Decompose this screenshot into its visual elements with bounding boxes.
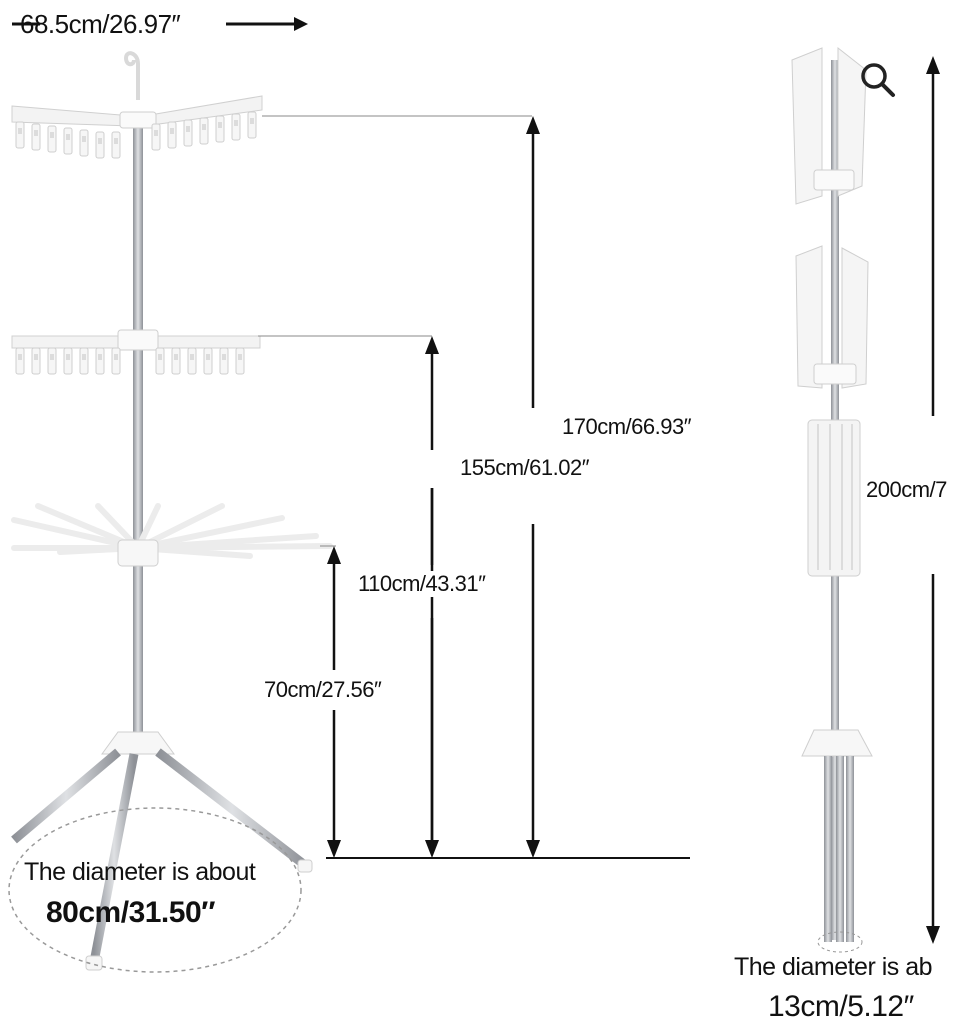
base-diameter-ellipse	[8, 807, 302, 973]
tier-3-hub	[117, 539, 159, 567]
magnifier-icon	[861, 63, 895, 97]
tier-3-rods	[11, 503, 333, 559]
height-170-label: 170cm/66.93″	[562, 414, 692, 440]
tripod-base	[11, 731, 313, 971]
base-diameter-caption: The diameter is about	[24, 858, 256, 886]
height-70-label: 70cm/27.56″	[264, 677, 382, 703]
tier-2-arms	[11, 329, 261, 375]
top-width-label: 68.5cm/26.97″	[20, 9, 181, 39]
top-width-arrow	[12, 17, 308, 31]
height-155-label: 155cm/61.02″	[460, 455, 590, 481]
height-110-label: 110cm/43.31″	[358, 571, 486, 597]
base-diameter-value: 80cm/31.50″	[46, 896, 216, 929]
folded-tier-1	[791, 46, 867, 205]
folded-base	[801, 729, 873, 953]
tier-1-arms	[11, 95, 263, 159]
folded-rack	[791, 46, 940, 953]
folded-diameter-caption: The diameter is ab	[734, 953, 933, 981]
top-hook	[123, 51, 140, 100]
height-200-label: 200cm/7	[866, 477, 947, 503]
folded-tier-2	[795, 245, 869, 389]
assembled-rack	[8, 17, 690, 973]
center-pole	[133, 118, 143, 738]
reference-lines	[258, 115, 532, 547]
folded-diameter-value: 13cm/5.12″	[768, 990, 914, 1023]
zoom-button[interactable]	[852, 54, 904, 106]
folded-tier-3	[807, 419, 861, 577]
